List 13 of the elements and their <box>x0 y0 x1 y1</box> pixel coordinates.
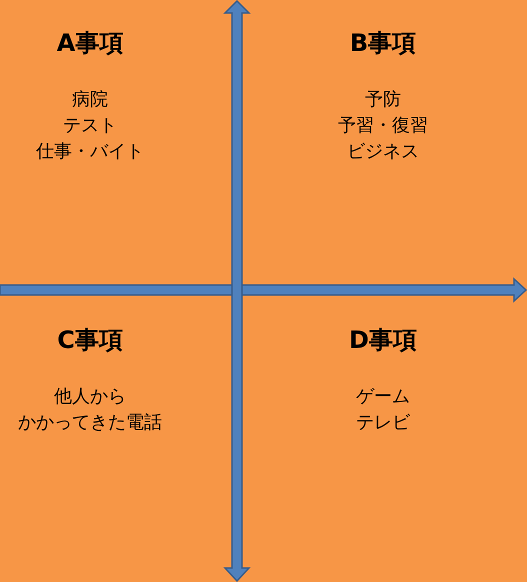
quadrant-heading: D事項 <box>349 325 417 355</box>
item-text: 他人からかかってきた電話 <box>17 385 163 435</box>
item-text: 病院 <box>72 88 108 112</box>
quadrant-heading: C事項 <box>57 325 123 355</box>
item-text: 予習・復習 <box>338 114 428 138</box>
item-text: 予防 <box>365 88 401 112</box>
item-text: ビジネス <box>347 140 419 164</box>
item-text: ゲーム <box>356 385 410 409</box>
quadrant-heading: B事項 <box>350 28 416 58</box>
item-text: 仕事・バイト <box>36 140 144 164</box>
item-text: テスト <box>63 114 117 138</box>
quadrant-heading: A事項 <box>56 28 124 58</box>
item-text: テレビ <box>356 411 410 435</box>
